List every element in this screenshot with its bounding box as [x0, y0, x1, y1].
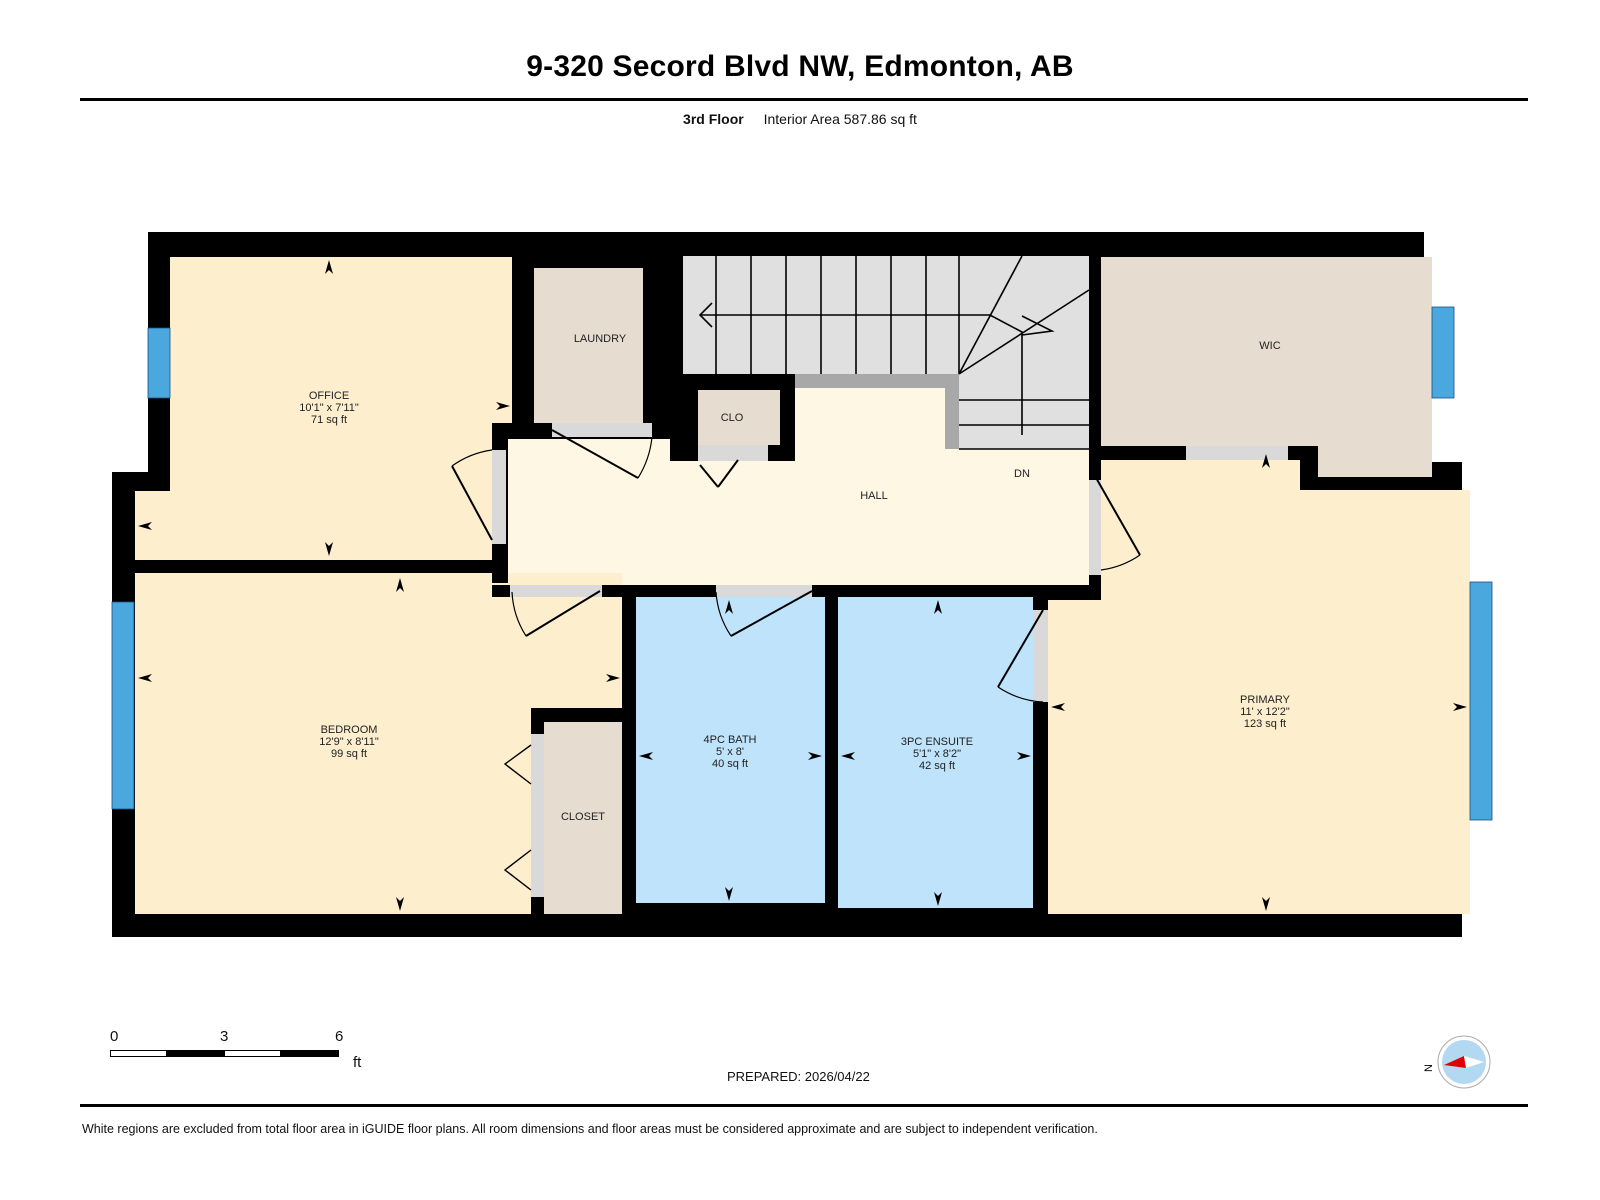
- prepared-date: PREPARED: 2026/04/22: [727, 1069, 870, 1084]
- room-name: LAUNDRY: [573, 333, 627, 345]
- room-dimensions: 12'9" x 8'11": [319, 736, 379, 748]
- scale-tick-0: 0: [110, 1028, 119, 1045]
- ensuite-label: 3PC ENSUITE 5'1" x 8'2" 42 sq ft: [901, 736, 973, 772]
- hall-label: HALL: [860, 490, 888, 502]
- wic-label: WIC: [1259, 340, 1280, 352]
- compass-north-label: N: [1423, 1064, 1435, 1072]
- room-bath: [636, 597, 825, 903]
- north-compass-icon: N: [1423, 1035, 1491, 1089]
- header-divider: [80, 98, 1528, 101]
- page-title: 9-320 Secord Blvd NW, Edmonton, AB: [526, 50, 1074, 83]
- room-laundry: [534, 268, 643, 423]
- room-area: 40 sq ft: [711, 758, 749, 770]
- scale-segment: [166, 1050, 225, 1057]
- room-area: 71 sq ft: [310, 414, 348, 426]
- room-name: HALL: [860, 490, 888, 502]
- disclaimer: White regions are excluded from total fl…: [82, 1122, 1098, 1136]
- stair-treads: [698, 255, 1090, 450]
- room-name: WIC: [1259, 340, 1281, 352]
- stairs-down-label: DN: [1014, 468, 1030, 480]
- dimension-arrows: [138, 260, 1467, 911]
- scale-tick-3: 3: [220, 1028, 229, 1045]
- footer-divider: [80, 1104, 1528, 1107]
- scale-segment: [224, 1050, 281, 1057]
- office-label: OFFICE 10'1" x 7'11" 71 sq ft: [299, 390, 359, 426]
- floor-info: 3rd Floor Interior Area 587.86 sq ft: [0, 111, 1600, 127]
- door-swings: [451, 429, 1141, 891]
- room-name: 3PC ENSUITE: [900, 736, 974, 748]
- scale-segment: [110, 1050, 167, 1057]
- room-dimensions: 5' x 8': [715, 746, 745, 758]
- room-name: 4PC BATH: [703, 734, 757, 746]
- scale-unit: ft: [353, 1054, 362, 1071]
- door-openings: [492, 423, 1288, 897]
- room-area: 123 sq ft: [1243, 718, 1287, 730]
- room-name: OFFICE: [308, 390, 350, 402]
- clo-label: CLO: [721, 412, 744, 424]
- bath-label: 4PC BATH 5' x 8' 40 sq ft: [704, 734, 757, 770]
- room-clo: [682, 390, 780, 445]
- bedroom-label: BEDROOM 12'9" x 8'11" 99 sq ft: [319, 724, 379, 760]
- room-name: CLO: [720, 412, 744, 424]
- window-wic: [1431, 306, 1455, 399]
- room-dimensions: 5'1" x 8'2": [912, 748, 962, 760]
- scale-segment: [280, 1050, 339, 1057]
- room-wic: [1101, 257, 1432, 477]
- room-area: 42 sq ft: [918, 760, 956, 772]
- room-primary: [1048, 460, 1470, 914]
- window-bedroom: [111, 601, 135, 810]
- room-area: 99 sq ft: [330, 748, 368, 760]
- room-hall: [500, 388, 1089, 585]
- window-office: [147, 327, 171, 399]
- room-closet: [544, 722, 622, 914]
- room-ensuite: [838, 597, 1033, 908]
- primary-label: PRIMARY 11' x 12'2" 123 sq ft: [1240, 694, 1290, 730]
- room-dimensions: 10'1" x 7'11": [299, 402, 359, 414]
- room-office: [135, 257, 512, 560]
- stairs-direction: DN: [1014, 468, 1030, 480]
- laundry-label: LAUNDRY: [574, 333, 626, 345]
- interior-area: Interior Area 587.86 sq ft: [763, 111, 917, 127]
- floor-name: 3rd Floor: [683, 111, 744, 127]
- windows: [111, 306, 1493, 821]
- room-dimensions: 11' x 12'2": [1240, 706, 1290, 718]
- window-primary: [1469, 581, 1493, 821]
- closet-label: CLOSET: [561, 811, 605, 823]
- room-name: CLOSET: [560, 811, 606, 823]
- scale-tick-6: 6: [335, 1028, 344, 1045]
- room-name: PRIMARY: [1240, 694, 1290, 706]
- room-name: BEDROOM: [320, 724, 378, 736]
